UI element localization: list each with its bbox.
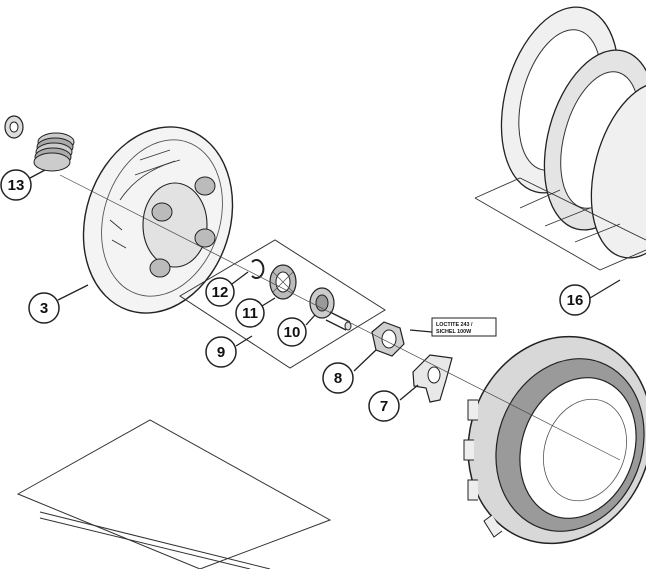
bearing-part-11 (269, 264, 297, 300)
callout-9-label: 9 (217, 344, 225, 361)
clutch-basket-part (463, 335, 646, 545)
discs-bracket (474, 177, 646, 271)
leader-lines (29, 169, 621, 401)
callout-13: 13 (0, 169, 32, 201)
clutch-discs-part-16 (500, 6, 646, 259)
callout-10: 10 (277, 317, 307, 347)
loctite-note: LOCTITE 243 / SICHEL 100W (431, 317, 497, 337)
callout-12-label: 12 (212, 284, 229, 301)
callout-7-label: 7 (380, 398, 388, 415)
callout-10-label: 10 (284, 324, 301, 341)
nut-part-8 (371, 321, 405, 357)
pressure-plate-part-3 (82, 126, 234, 314)
callout-11: 11 (235, 298, 265, 328)
callout-7: 7 (368, 390, 400, 422)
pressure-pin-part-10 (309, 287, 352, 331)
callout-8: 8 (322, 362, 354, 394)
callout-3: 3 (28, 292, 60, 324)
callout-8-label: 8 (334, 370, 342, 387)
spring-part-13 (33, 132, 75, 172)
note-line-2: SICHEL 100W (436, 329, 472, 335)
washer-part (4, 115, 24, 139)
lock-washer-part-7 (412, 354, 453, 403)
note-line-1: LOCTITE 243 / (436, 322, 473, 328)
callout-16-label: 16 (567, 292, 584, 309)
callout-12: 12 (205, 277, 235, 307)
callout-11-label: 11 (242, 305, 258, 322)
callout-9: 9 (205, 336, 237, 368)
kit-frame-9 (179, 239, 386, 369)
callout-3-label: 3 (40, 300, 48, 317)
axis-line (59, 174, 621, 461)
circlip-part-12 (251, 259, 265, 279)
shaft-part (16, 419, 332, 570)
callout-13-label: 13 (8, 177, 25, 194)
callout-16: 16 (559, 284, 591, 316)
